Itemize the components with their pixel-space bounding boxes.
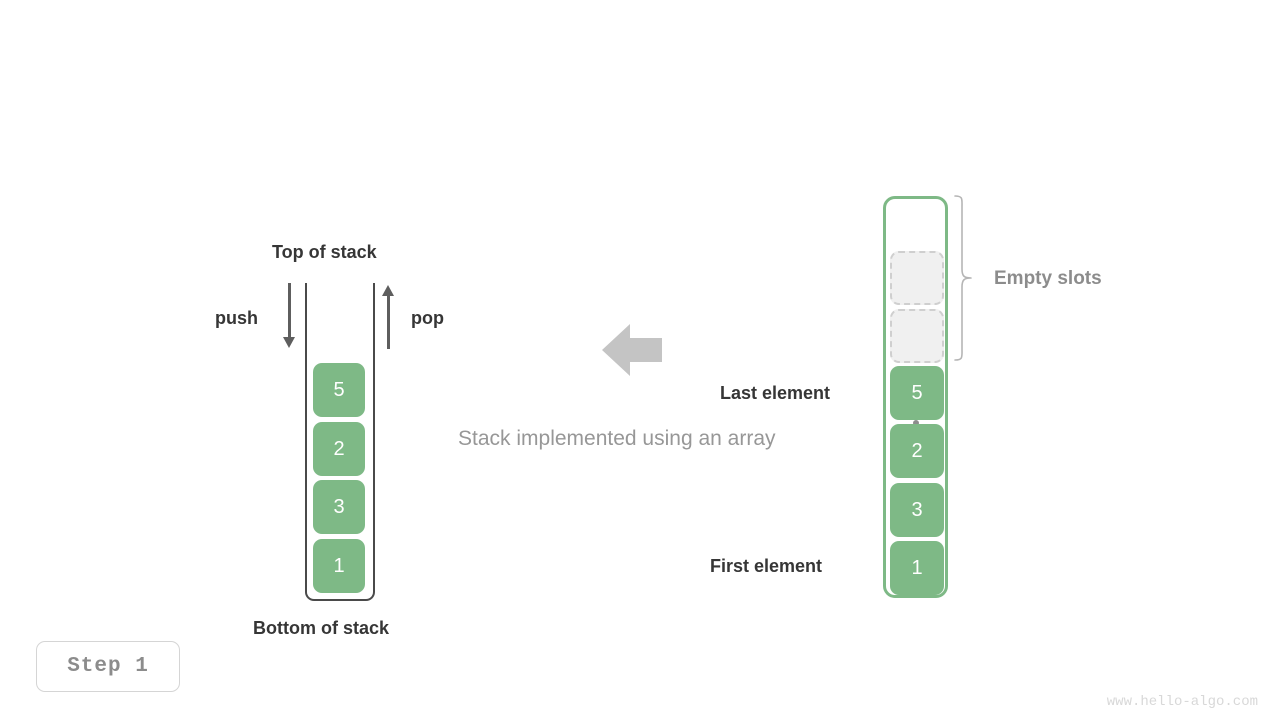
step-badge: Step 1: [36, 641, 180, 692]
array-empty-slot: [890, 251, 944, 305]
stack-cell: 1: [313, 539, 365, 593]
pop-label: pop: [411, 308, 444, 328]
first-element-label: First element: [710, 556, 823, 576]
array-empty-slot: [890, 309, 944, 363]
stack-container: [305, 283, 375, 601]
bottom-of-stack-label: Bottom of stack: [253, 618, 390, 638]
stack-cell: 3: [313, 480, 365, 534]
array-cell: 1: [890, 541, 944, 595]
curly-brace-right-icon: [954, 195, 972, 361]
empty-slots-label: Empty slots: [994, 268, 1102, 289]
stack-wall-right: [373, 283, 375, 588]
top-of-stack-label: Top of stack: [272, 242, 377, 262]
last-element-label: Last element: [720, 383, 831, 403]
array-cell: 2: [890, 424, 944, 478]
diagram-caption: Stack implemented using an array: [458, 427, 776, 450]
stack-wall-left: [305, 283, 307, 588]
watermark: www.hello-algo.com: [1106, 694, 1258, 710]
stack-cell: 2: [313, 422, 365, 476]
array-container: 5 2 3 1: [883, 196, 948, 598]
arrow-left-icon: [602, 324, 662, 376]
array-cell: 3: [890, 483, 944, 537]
stack-wall-bottom: [305, 583, 375, 601]
stack-cell: 5: [313, 363, 365, 417]
array-cell: 5: [890, 366, 944, 420]
push-label: push: [215, 308, 258, 328]
